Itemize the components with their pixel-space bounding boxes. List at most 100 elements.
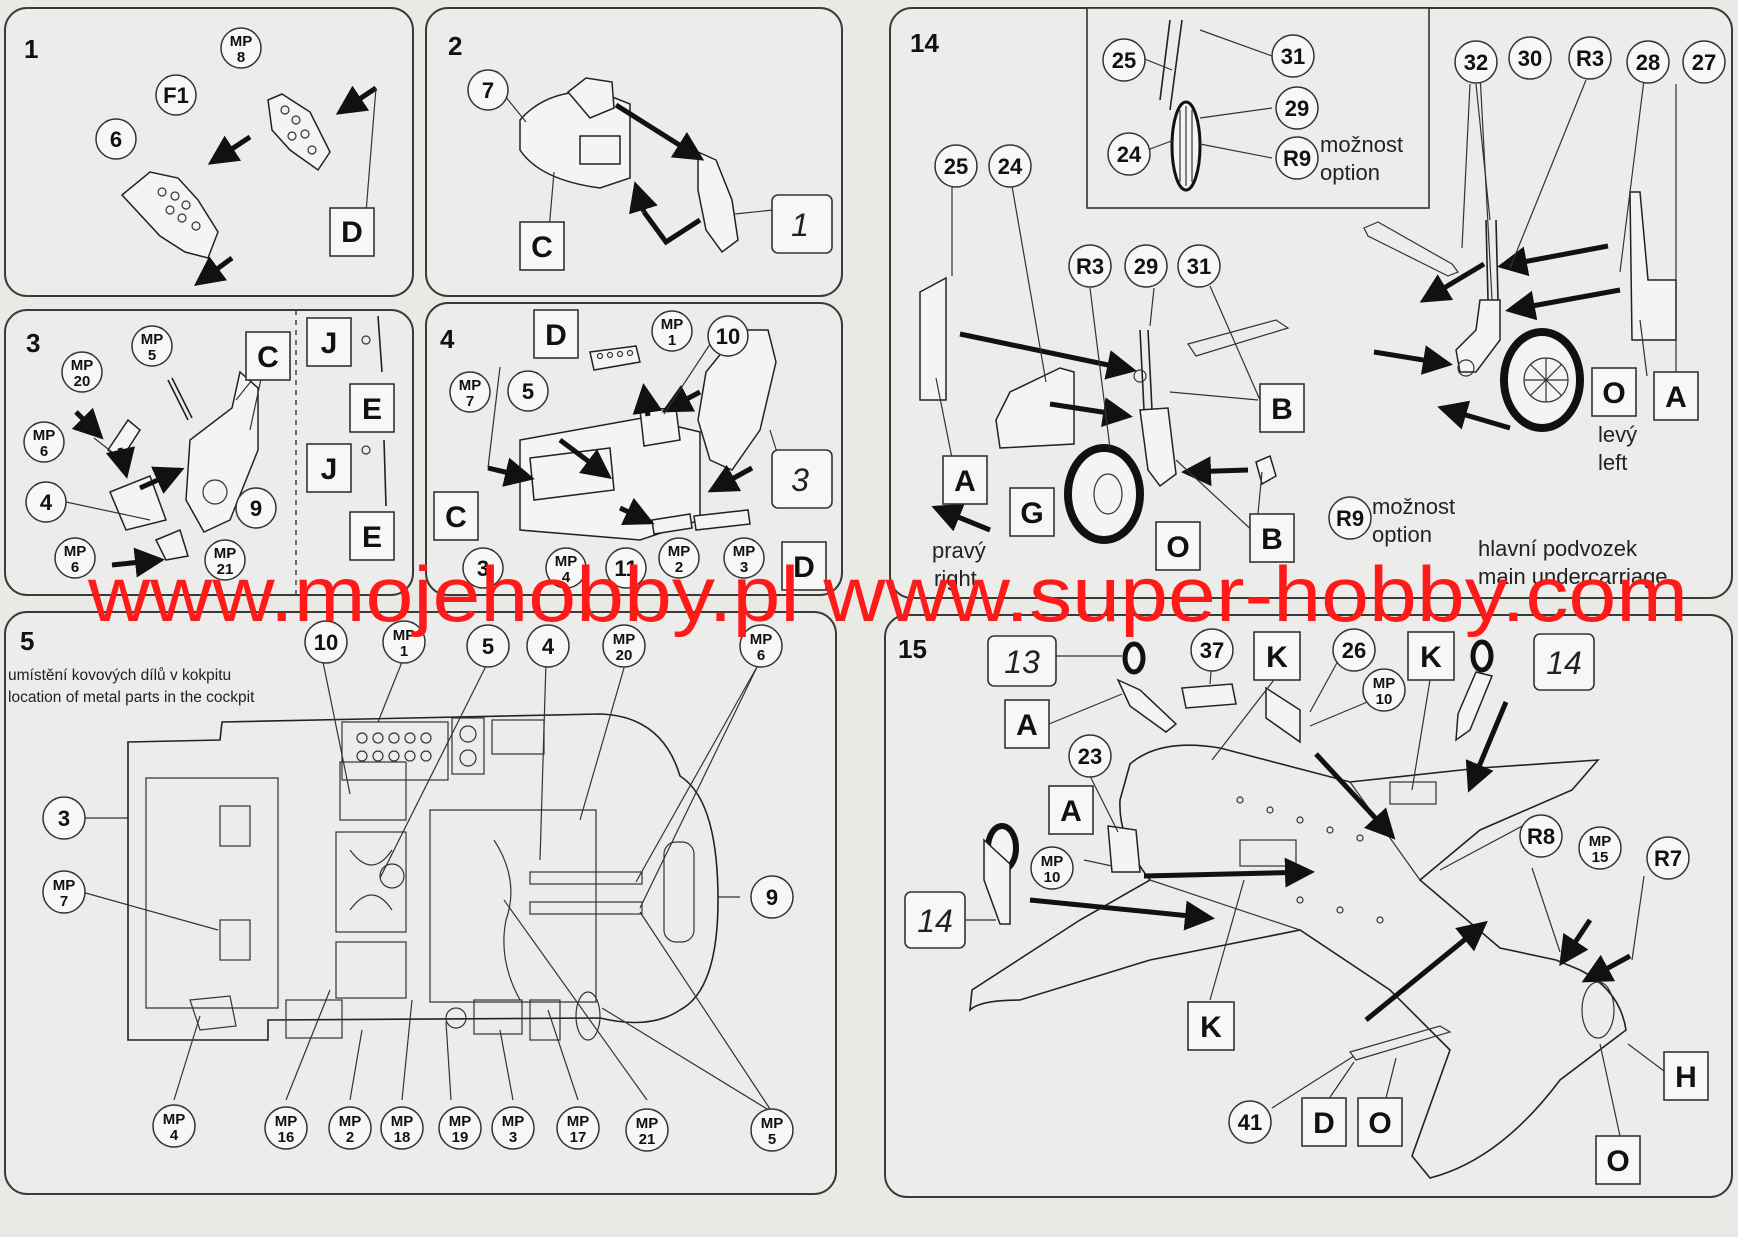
nose-leg <box>1169 19 1183 111</box>
cockpit-outline <box>127 713 719 1041</box>
arrow <box>71 407 104 440</box>
callout-9 <box>235 487 277 529</box>
callout-mp8 <box>220 27 262 69</box>
leader-line <box>445 1021 452 1101</box>
leader-line <box>1175 459 1257 535</box>
arrow <box>1373 345 1453 375</box>
arrow <box>1314 752 1396 840</box>
sprue-label: J <box>321 327 338 360</box>
leader-line <box>285 989 331 1101</box>
callout-mp15 <box>1578 826 1622 870</box>
arrow <box>1049 397 1133 428</box>
sprue-box-a <box>942 455 988 505</box>
part-e-rod <box>383 439 387 507</box>
callout-label: 25 <box>1112 48 1136 73</box>
step-number: 2 <box>448 31 462 61</box>
callout-mp6 <box>739 624 783 668</box>
wheel-spokes <box>1524 358 1568 402</box>
sprue-label: A <box>954 465 976 498</box>
callout-25 <box>934 144 978 188</box>
right-label-en: right <box>934 566 977 591</box>
seat-mp20 <box>335 831 407 933</box>
cockpit-part <box>566 77 615 119</box>
callout-3 <box>42 796 86 840</box>
callout-label: F1 <box>163 83 189 108</box>
instrument-console <box>339 761 407 821</box>
sprue-label: G <box>1020 497 1043 530</box>
callout-3 <box>462 547 504 589</box>
leader-line <box>1141 57 1173 71</box>
gear-leg <box>1147 329 1153 411</box>
leader-line <box>639 911 773 1113</box>
leader-line <box>1211 675 1278 761</box>
arrow <box>661 385 702 413</box>
sprue-label: K <box>1200 1011 1222 1044</box>
callout-label: 23 <box>1078 744 1102 769</box>
callout-label: 31 <box>1187 254 1211 279</box>
part-26 <box>1265 686 1301 744</box>
arrow <box>335 85 378 115</box>
callout-37 <box>1190 628 1234 672</box>
arrow <box>1581 953 1632 983</box>
leader-line <box>364 87 377 226</box>
callout-mp7 <box>449 371 491 413</box>
option-label-en: option <box>1372 522 1432 547</box>
seat-cushion <box>379 863 405 889</box>
sprue-label: K <box>1420 641 1442 674</box>
instrument-dots <box>596 349 634 360</box>
sprue-box-k <box>1253 631 1301 681</box>
callout-label: 28 <box>1636 50 1660 75</box>
reference-label: 14 <box>917 903 953 939</box>
main-gear-assembly <box>1455 671 1494 742</box>
callout-mp20 <box>61 351 103 393</box>
sprue-box-c <box>433 491 479 541</box>
gear-strut-left <box>1455 299 1501 373</box>
reference-box-13 <box>987 635 1057 687</box>
retraction-strut-32 <box>1363 221 1459 277</box>
arrow <box>558 438 612 479</box>
callout-4 <box>526 624 570 668</box>
sprue-label: K <box>1266 641 1288 674</box>
side-console <box>451 717 485 775</box>
step-number: 14 <box>910 28 939 58</box>
control-cable <box>493 839 521 1001</box>
sprue-box-k <box>1407 631 1455 681</box>
leader-line <box>579 667 625 821</box>
leader-line <box>639 664 759 909</box>
arrow <box>1505 287 1621 321</box>
callout-label: R7 <box>1654 846 1682 871</box>
callout-32 <box>1454 40 1498 84</box>
arrow <box>1437 400 1511 431</box>
sprue-box-a <box>1004 699 1050 749</box>
callout-label: 27 <box>1692 50 1716 75</box>
callout-r9 <box>1275 136 1319 180</box>
arrow <box>1364 920 1488 1022</box>
rudder-bar <box>529 901 643 915</box>
instrument-panel-mp1 <box>341 721 449 781</box>
callout-label: 10 <box>716 324 740 349</box>
callout-mp4 <box>545 547 587 589</box>
sprue-label: D <box>1313 1107 1335 1140</box>
leader-line <box>539 661 547 861</box>
wheel-hub <box>1093 473 1123 515</box>
leader-line <box>935 377 955 469</box>
sprue-label: O <box>1368 1107 1391 1140</box>
callout-4 <box>25 481 67 523</box>
part-j-pin <box>361 445 371 455</box>
callout-f1 <box>155 74 197 116</box>
callout-mp10 <box>1362 668 1406 712</box>
mp4-part <box>189 995 237 1031</box>
callout-label: 24 <box>1117 142 1142 167</box>
sprue-label: E <box>362 393 382 426</box>
callout-r3 <box>1068 244 1112 288</box>
callout-label: 29 <box>1285 96 1309 121</box>
callout-label: 3 <box>58 806 70 831</box>
